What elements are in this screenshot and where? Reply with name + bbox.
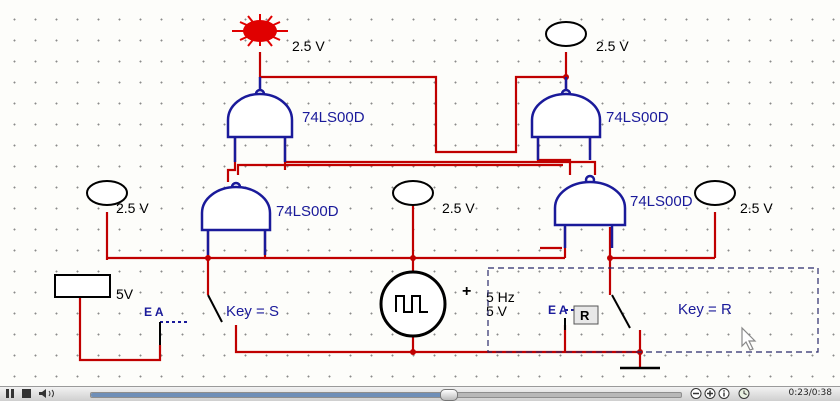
clock-frequency: 5 Hz <box>486 289 515 305</box>
clock-icon <box>738 388 750 399</box>
probe-label-4: 2.5 V <box>442 200 475 216</box>
clock-source-icon[interactable] <box>379 270 447 338</box>
switch-r-selection[interactable] <box>487 267 819 353</box>
cursor-icon <box>741 326 757 351</box>
nand-gate-2[interactable] <box>200 181 272 255</box>
seek-bar[interactable] <box>90 389 682 401</box>
dc-source-label: 5V <box>116 286 134 302</box>
switch-s-hotkey: E A <box>144 305 164 319</box>
probe-label-5: 2.5 V <box>740 200 773 216</box>
probe-icon-right[interactable] <box>694 180 736 206</box>
probe-label-2: 2.5 V <box>596 38 629 54</box>
seek-bar-handle[interactable] <box>439 389 458 401</box>
switch-s[interactable] <box>159 294 223 345</box>
dc-source-icon[interactable] <box>54 274 111 298</box>
clock-amplitude: 5 V <box>486 303 508 319</box>
switch-r-key-label: Key = R <box>678 301 732 318</box>
info-icon[interactable] <box>718 388 730 399</box>
nand-gate-1[interactable] <box>226 77 294 162</box>
tooltip-r: R <box>573 305 599 325</box>
probe-icon-top-right[interactable] <box>545 21 587 47</box>
probe-icon-center[interactable] <box>392 180 434 206</box>
gate-label-3: 74LS00D <box>606 109 669 126</box>
probe-icon-left[interactable] <box>86 180 128 206</box>
gate-label-2: 74LS00D <box>276 203 339 220</box>
player-bar: 0:23/0:38 <box>0 386 840 401</box>
clock-polarity: + <box>462 283 471 300</box>
switch-r-hotkey: E A <box>548 303 568 317</box>
switch-s-key-label: Key = S <box>226 303 279 320</box>
volume-icon[interactable] <box>38 388 60 399</box>
zoom-in-icon[interactable] <box>704 388 716 399</box>
gate-label-1: 74LS00D <box>302 109 365 126</box>
pause-icon[interactable] <box>4 388 16 399</box>
circuit-diagram: 74LS00D 74LS00D 74LS00D 74LS00D 2.5 V 2.… <box>54 14 819 370</box>
nand-gate-3[interactable] <box>530 77 602 160</box>
zoom-out-icon[interactable] <box>690 388 702 399</box>
probe-label-1: 2.5 V <box>292 38 325 54</box>
seek-bar-fill <box>91 393 448 397</box>
nand-gate-4[interactable] <box>553 174 627 248</box>
probe-lit-icon[interactable] <box>232 14 288 47</box>
tooltip-r-text: R <box>580 308 590 323</box>
probe-label-3: 2.5 V <box>116 200 149 216</box>
time-readout: 0:23/0:38 <box>788 388 832 398</box>
stop-icon[interactable] <box>20 388 32 399</box>
schematic-canvas[interactable]: 74LS00D 74LS00D 74LS00D 74LS00D 2.5 V 2.… <box>0 0 840 386</box>
gate-label-4: 74LS00D <box>630 193 693 210</box>
